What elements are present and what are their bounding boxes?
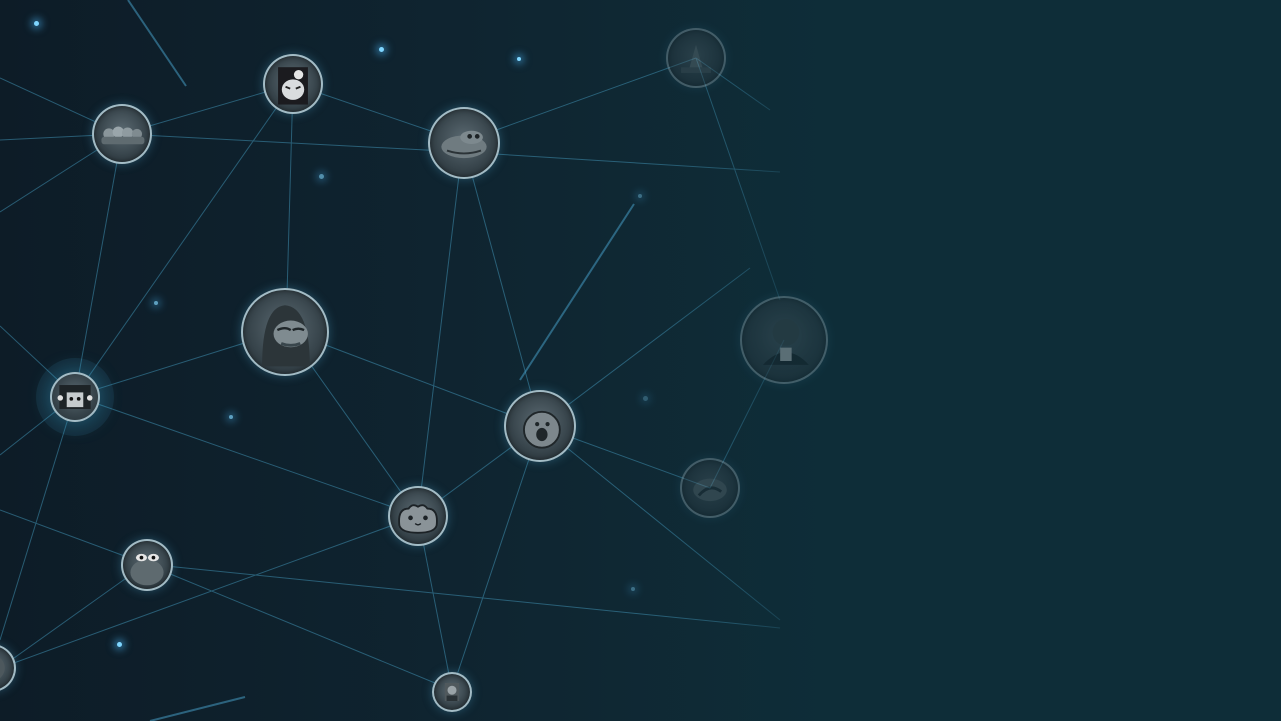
streak <box>519 203 635 381</box>
crowd-icon <box>101 126 145 145</box>
node-shocked-face[interactable] <box>504 390 576 462</box>
node-faded-suit[interactable] <box>740 296 828 384</box>
edge <box>145 563 781 629</box>
frog-eyes-icon <box>130 553 164 586</box>
avatar <box>0 657 5 679</box>
edge <box>0 515 419 669</box>
spark <box>517 57 521 61</box>
hooded-frog-icon <box>262 305 310 367</box>
edge <box>417 141 464 517</box>
shocked-face-icon <box>523 410 561 449</box>
spark <box>379 47 384 52</box>
spark <box>34 21 39 26</box>
blob-face-icon <box>398 504 438 534</box>
node-small-figure[interactable] <box>432 672 472 712</box>
node-frog-lying[interactable] <box>428 107 500 179</box>
spark <box>154 301 158 305</box>
node-crowd[interactable] <box>92 104 152 164</box>
spark <box>319 174 324 179</box>
node-cat-panel[interactable] <box>50 372 100 422</box>
edge <box>74 395 419 517</box>
streak <box>127 0 187 87</box>
node-faded-frog[interactable] <box>680 458 740 518</box>
suit-figure-icon <box>763 319 809 365</box>
edge <box>451 425 541 691</box>
edge <box>539 267 751 427</box>
edge <box>539 425 781 621</box>
spark <box>229 415 233 419</box>
edge <box>462 57 697 143</box>
figure-icon <box>444 683 460 701</box>
node-frog-hooded[interactable] <box>241 288 329 376</box>
edge <box>695 57 781 301</box>
edge <box>145 563 453 691</box>
edge <box>0 563 147 669</box>
node-girl-bun[interactable] <box>263 54 323 114</box>
anime-girl-icon <box>278 67 308 105</box>
spark <box>643 396 648 401</box>
edge <box>285 329 541 427</box>
spark <box>638 194 642 198</box>
edge <box>0 395 76 641</box>
node-blob-cat[interactable] <box>388 486 448 546</box>
streak <box>149 696 246 721</box>
frog-icon <box>441 130 487 159</box>
cat-face-icon <box>57 385 93 409</box>
spark <box>117 642 122 647</box>
spark <box>631 587 635 591</box>
edge <box>74 83 294 397</box>
edge <box>74 133 123 397</box>
edge <box>462 141 541 427</box>
node-frog-eyes[interactable] <box>121 539 173 591</box>
tower-icon <box>681 44 711 73</box>
frog-icon <box>693 478 727 502</box>
node-faded-tower[interactable] <box>666 28 726 88</box>
edge <box>121 133 464 153</box>
